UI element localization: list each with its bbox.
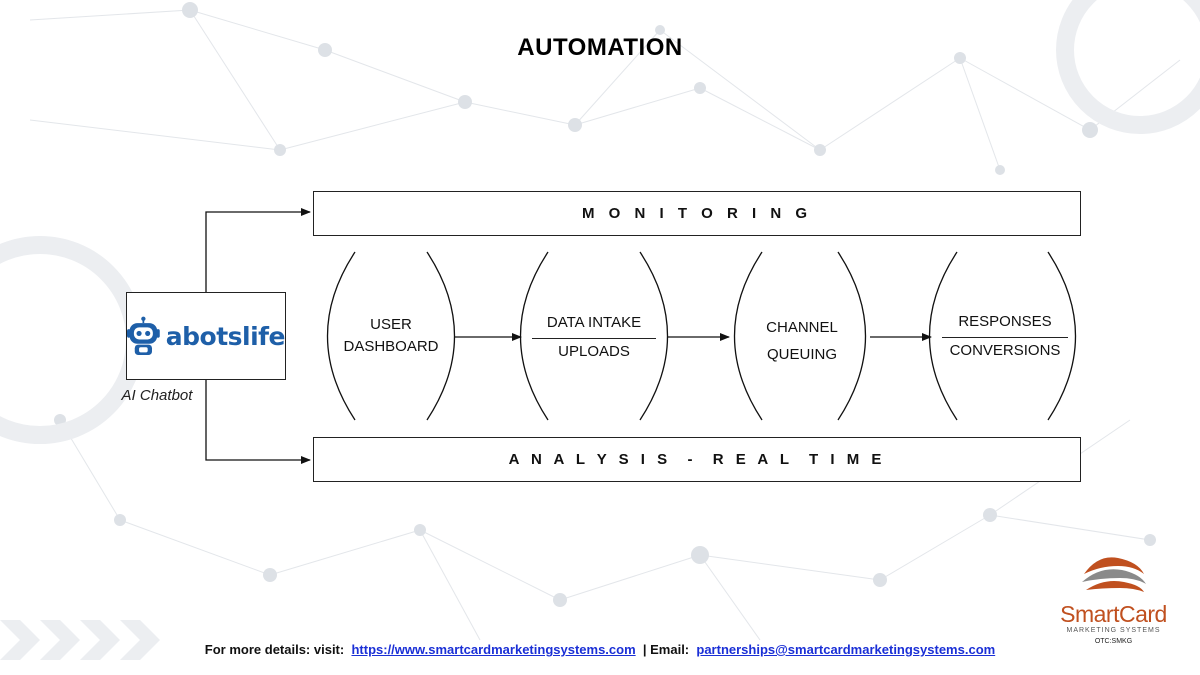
- stage-2-top: DATA INTAKE: [546, 314, 642, 331]
- stage-channel-queuing: CHANNEL QUEUING: [735, 314, 869, 368]
- brand-subtitle: MARKETING SYSTEMS: [1066, 627, 1161, 634]
- stage-2-divider: [532, 338, 656, 339]
- stage-1-bottom: DASHBOARD: [343, 338, 439, 355]
- stage-4-bottom: CONVERSIONS: [949, 342, 1061, 359]
- analysis-label: A N A L Y S I S - R E A L T I M E: [508, 451, 886, 468]
- brand-name: SmartCard: [1060, 601, 1167, 627]
- stage-4-divider: [942, 337, 1068, 338]
- analysis-bar: A N A L Y S I S - R E A L T I M E: [313, 437, 1081, 482]
- stage-3-top: CHANNEL: [766, 319, 838, 336]
- footer-separator: | Email:: [639, 642, 693, 657]
- stage-2-bottom: UPLOADS: [558, 343, 630, 360]
- footer-email-link[interactable]: partnerships@smartcardmarketingsystems.c…: [696, 642, 996, 657]
- monitoring-bar: M O N I T O R I N G: [313, 191, 1081, 236]
- chatbot-logo-box: abotslife: [126, 292, 286, 380]
- chatbot-caption: AI Chatbot: [121, 387, 193, 404]
- monitoring-label: M O N I T O R I N G: [582, 205, 812, 222]
- robot-icon: [127, 316, 160, 355]
- chatbot-logo-text: abotslife: [165, 321, 286, 351]
- stage-data-intake: DATA INTAKE UPLOADS: [529, 312, 659, 363]
- brand-ticker: OTC:SMKG: [1094, 638, 1133, 645]
- stage-4-top: RESPONSES: [958, 313, 1052, 330]
- smartcard-swoosh-icon: [1081, 557, 1146, 592]
- smartcard-logo: SmartCard MARKETING SYSTEMS OTC:SMKG: [1046, 552, 1181, 645]
- footer: For more details: visit: https://www.sma…: [0, 642, 1200, 657]
- stage-1-top: USER: [370, 316, 412, 333]
- stage-3-bottom: QUEUING: [766, 346, 837, 363]
- stage-responses-conversions: RESPONSES CONVERSIONS: [935, 311, 1075, 362]
- page-title: AUTOMATION: [517, 34, 683, 61]
- stage-user-dashboard: USER DASHBOARD: [328, 314, 454, 358]
- footer-website-link[interactable]: https://www.smartcardmarketingsystems.co…: [351, 642, 636, 657]
- footer-prefix: For more details: visit:: [204, 642, 348, 657]
